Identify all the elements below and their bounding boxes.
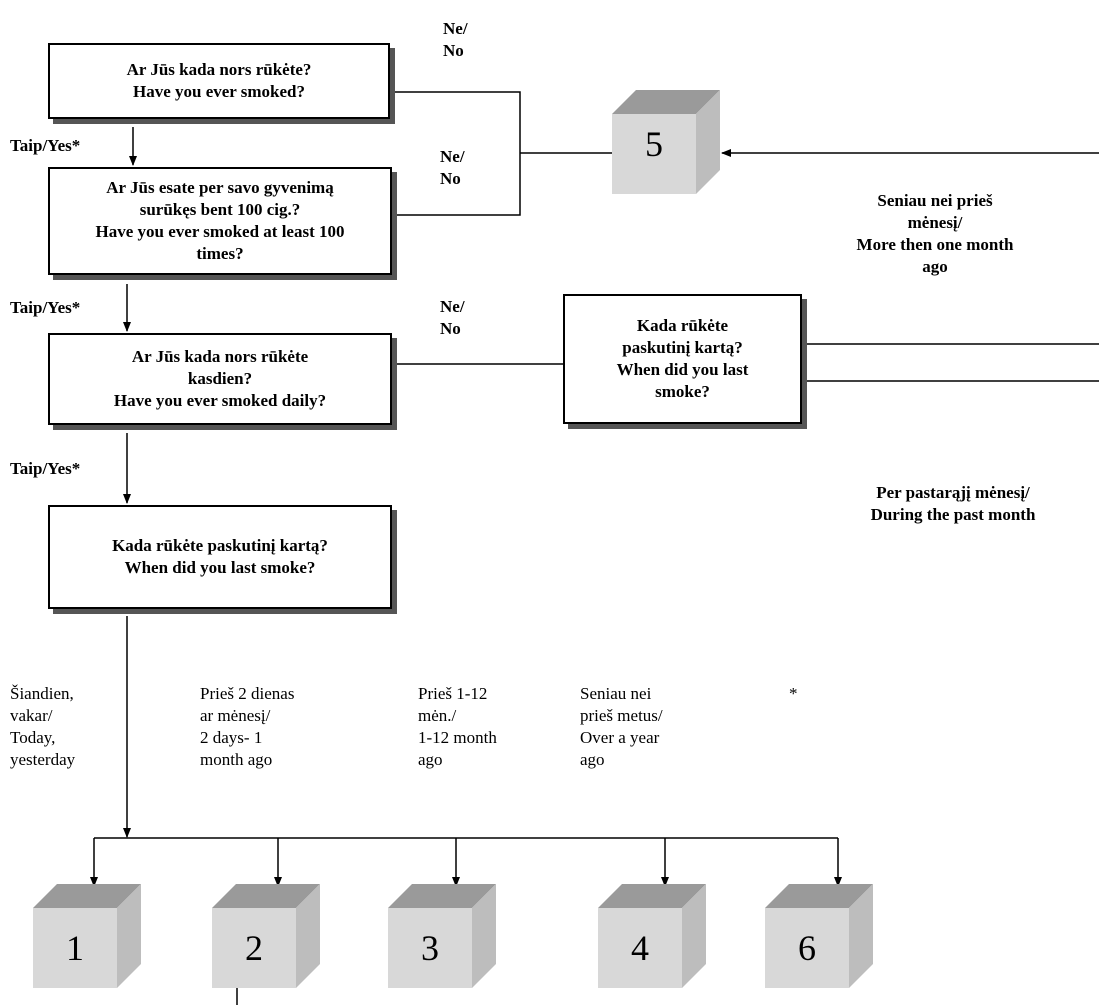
label-no-1: Ne/No [443,19,468,60]
label-yes-3: Taip/Yes* [10,459,81,478]
question-ever-smoked: Ar Jūs kada nors rūkėte?Have you ever sm… [48,43,390,119]
outcome-cube-2: 2 [212,884,320,988]
cube-number: 1 [66,928,84,968]
label-no-2: Ne/No [440,147,465,188]
answer-today: Šiandien,vakar/Today,yesterday [10,684,76,769]
answer-asterisk: * [789,684,798,703]
label-no-3: Ne/No [440,297,465,338]
outcome-cube-6: 6 [765,884,873,988]
cube-number: 4 [631,928,649,968]
label-yes-2: Taip/Yes* [10,298,81,317]
outcome-cube-3: 3 [388,884,496,988]
label-yes-1: Taip/Yes* [10,136,81,155]
outcome-cube-4: 4 [598,884,706,988]
cube-number: 2 [245,928,263,968]
cube-number: 5 [645,124,663,164]
cube-number: 6 [798,928,816,968]
cube-number: 3 [421,928,439,968]
label-past-month: Per pastarąjį mėnesį/During the past mon… [870,483,1036,524]
question-last-smoked: Kada rūkėte paskutinį kartą?When did you… [48,505,392,609]
outcome-cube-5: 5 [612,90,720,194]
outcome-cube-1: 1 [33,884,141,988]
